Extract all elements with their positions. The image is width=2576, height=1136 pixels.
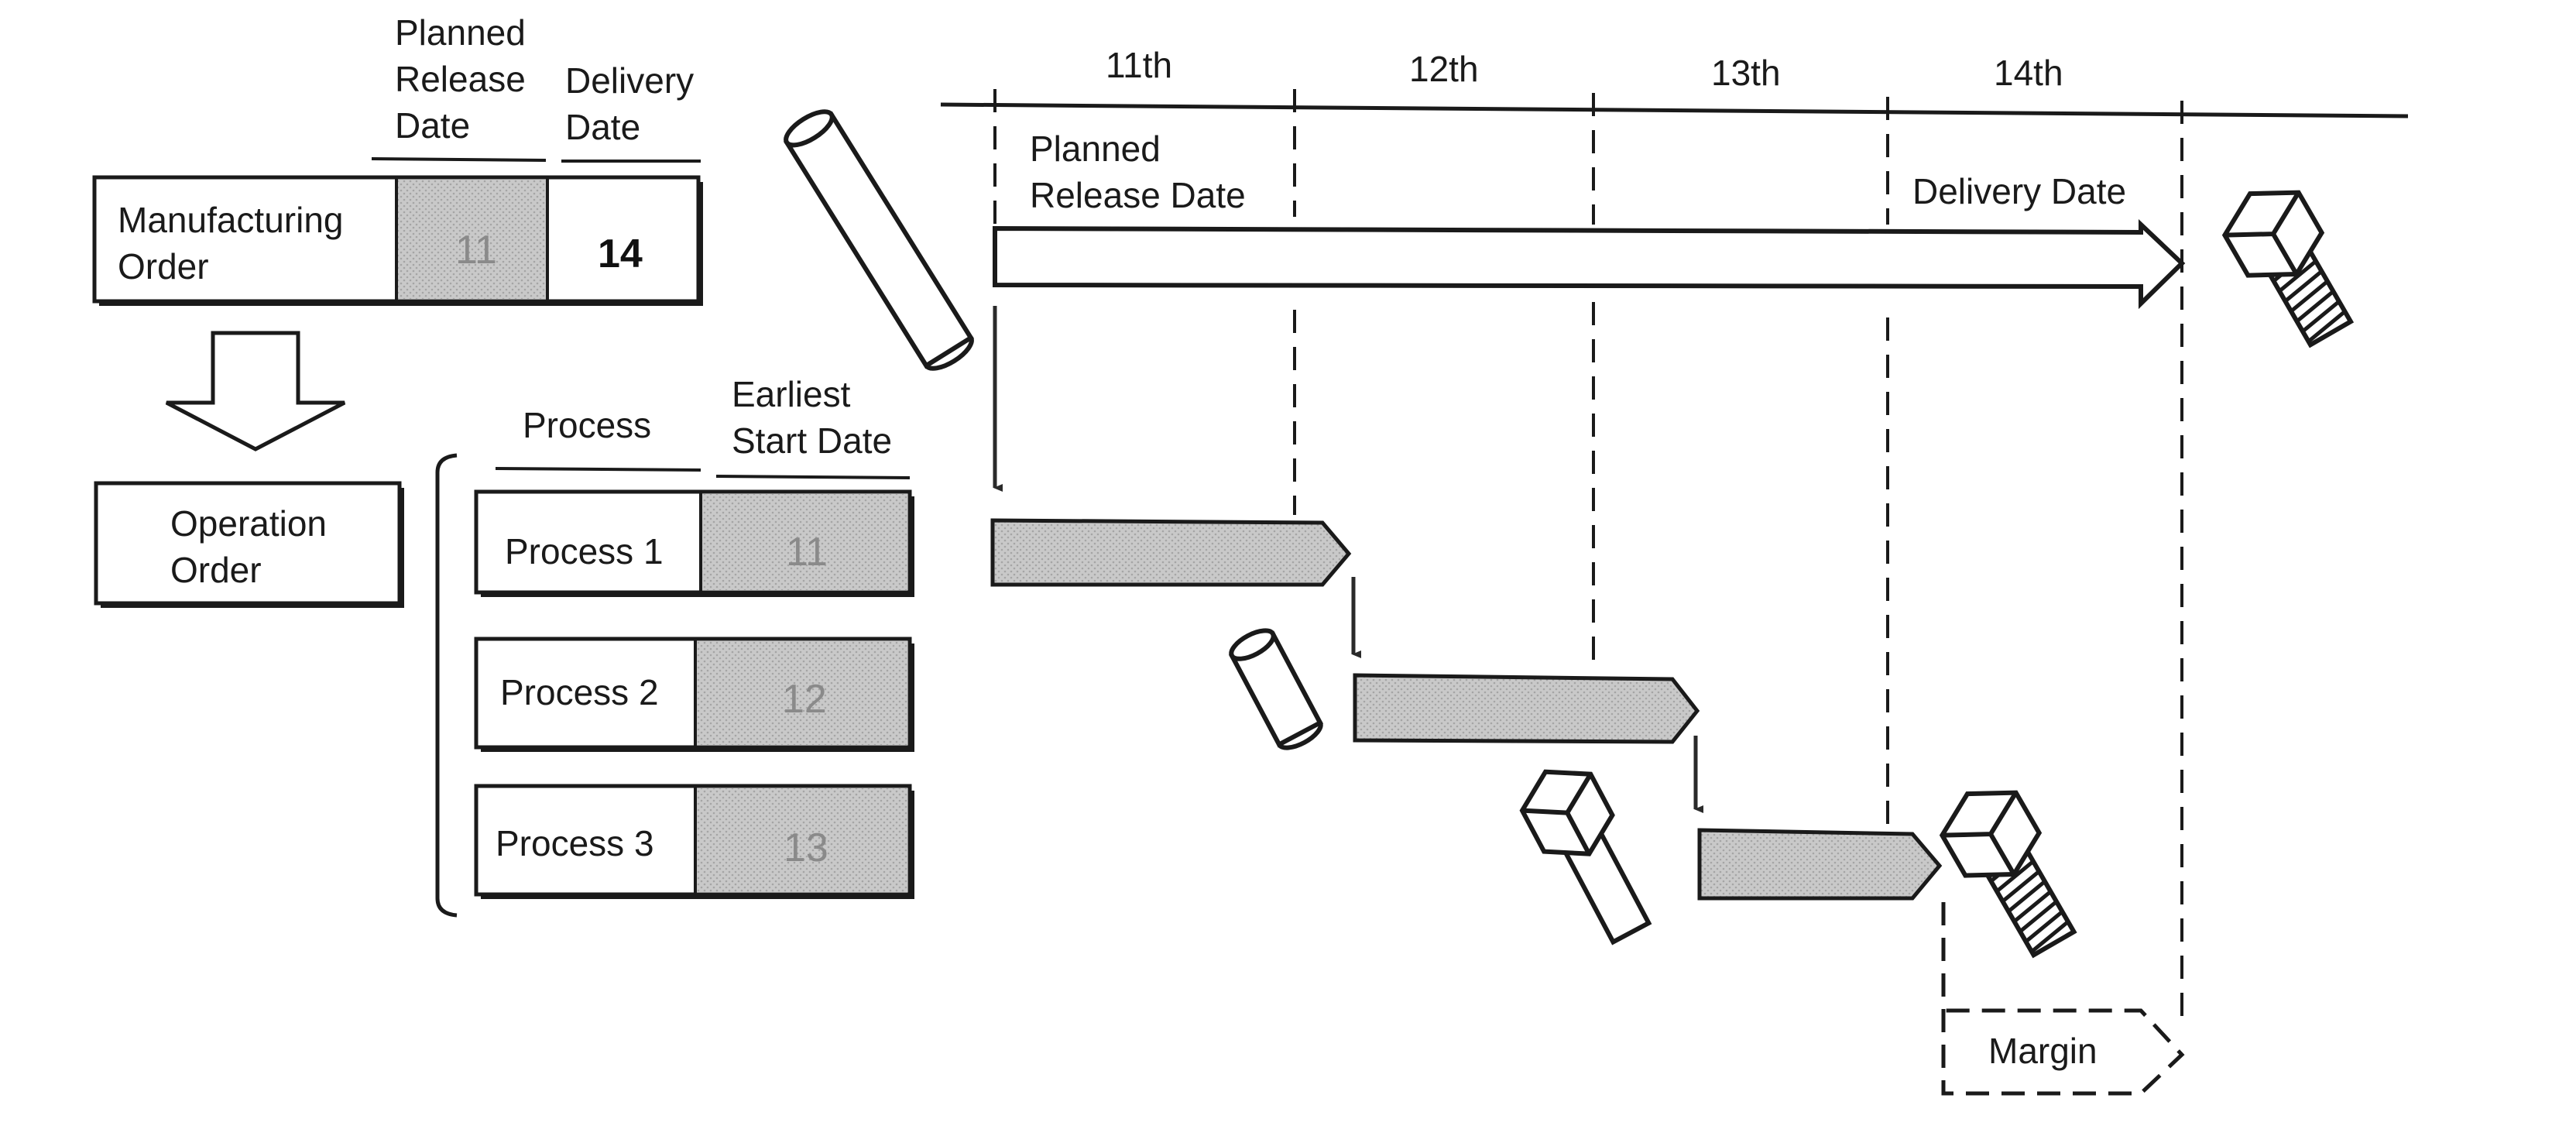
mo-delivery-value: 14 [598,232,643,276]
flow-arrows [993,306,1703,813]
process-1-bar [990,518,1352,587]
process-row-2: Process 2 12 [474,637,914,752]
planned-release-header-line2: Release [395,59,526,99]
bolt-icon [2221,190,2355,348]
bolt-head-edges [1942,791,2019,876]
raw-bar-large-cap [784,109,835,148]
process-3-earliest: 13 [784,825,828,870]
earliest-header-line1: Earliest [732,374,851,414]
process-row-1: Process 1 11 [474,489,914,597]
process-column-headers: Process Earliest Start Date [495,374,911,479]
oo-label-line1: Operation [170,503,327,544]
process-bracket [435,453,458,918]
raw-bar-small-cap [1229,628,1276,661]
process-2-bar [1353,673,1700,744]
process-3-date-cell [695,788,907,892]
bolt-icon [1939,790,2077,959]
timeline-delivery-label: Delivery Date [1912,171,2126,211]
delivery-header-line1: Delivery [565,60,694,101]
raw-bar-large-body [783,111,975,369]
manufacturing-order-row: Manufacturing Order 11 14 [92,175,703,306]
raw-bar-icon [1228,628,1324,750]
day-label-11th: 11th [1106,45,1172,85]
raw-bar-icon [783,109,975,371]
mo-span-arrow [993,219,2186,310]
mo-planned-release-value: 11 [455,228,497,273]
process-3-name: Process 3 [496,823,654,863]
process-header: Process [523,405,651,445]
planned-release-header-line3: Date [395,105,470,146]
day-label-14th: 14th [1994,53,2063,93]
timeline-planned-line1: Planned [1030,129,1161,169]
mo-column-headers: Planned Release Date Delivery Date [371,12,701,163]
raw-bar-large-end [924,336,974,371]
mo-planned-release-cell [396,180,547,299]
delivery-header-line2: Date [565,107,640,147]
margin-arrow [1941,902,2185,1096]
process-underline [495,467,701,472]
bolt-icon [1519,769,1652,946]
planned-release-header-line1: Planned [395,12,526,53]
oo-box [94,481,402,606]
process-1-name: Process 1 [505,531,664,571]
earliest-header-line2: Start Date [732,420,892,461]
earliest-underline [715,475,911,479]
day-labels: 11th 12th 13th 14th [1106,45,2063,93]
process-bars [990,518,1943,901]
operation-order-box: Operation Order [94,481,404,608]
planned-release-underline [371,157,547,162]
mo-label-line1: Manufacturing [118,200,344,240]
margin-label: Margin [1988,1031,2098,1071]
day-label-12th: 12th [1409,49,1479,89]
process-2-date-cell [695,641,907,745]
process-2-earliest: 12 [782,677,827,722]
bolt-head-edges [1521,773,1593,856]
down-arrow-icon [165,331,346,451]
bolt-head-edges [2224,191,2301,276]
process-3-bar [1697,828,1943,901]
mo-label-line2: Order [118,246,209,287]
day-label-13th: 13th [1711,53,1781,93]
raw-bar-small-end [1277,721,1323,750]
day-dividers [993,89,2183,1022]
process-row-3: Process 3 13 [474,784,914,899]
process-2-name: Process 2 [500,672,659,712]
process-1-date-cell [701,494,907,590]
oo-label-line2: Order [170,550,262,590]
timeline-axis [940,102,2409,118]
timeline-planned-line2: Release Date [1030,175,1246,215]
process-1-earliest: 11 [786,530,828,575]
